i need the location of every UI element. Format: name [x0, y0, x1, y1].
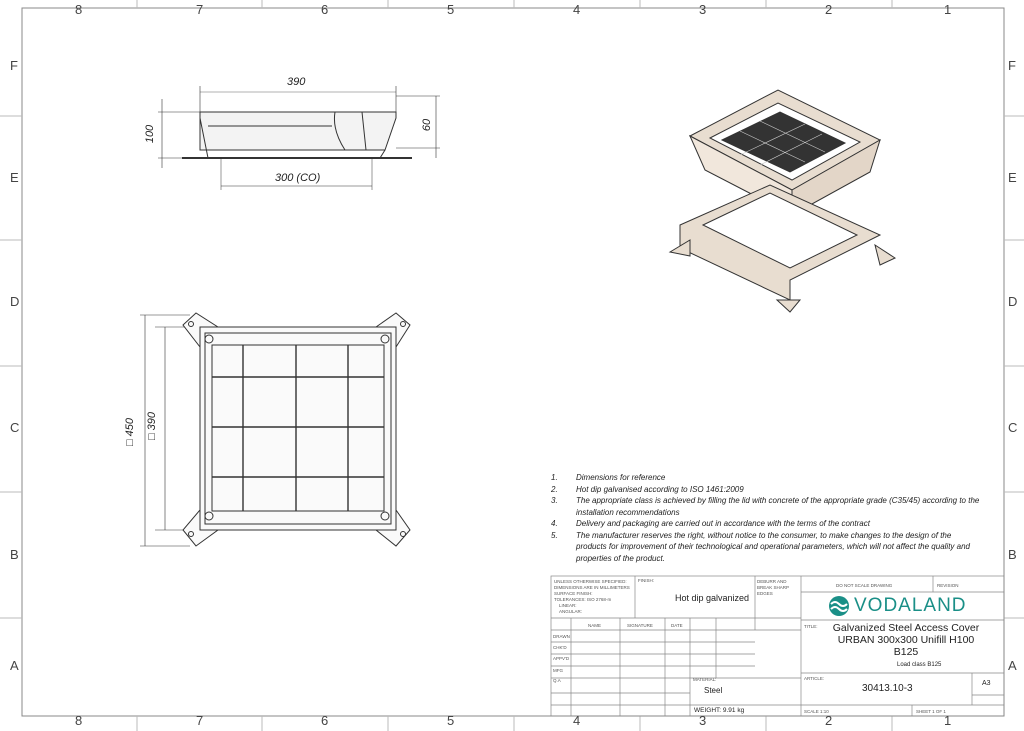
- logo-text: VODALAND: [854, 595, 967, 616]
- finish-value: Hot dip galvanized: [675, 593, 750, 603]
- vodaland-logo: VODALAND: [828, 595, 967, 617]
- col-name: NAME: [588, 623, 602, 628]
- note-number: 5.: [551, 530, 558, 540]
- dim-height-60: 60: [421, 118, 434, 132]
- zone-col-8: 8: [75, 2, 83, 17]
- revision-label: REVISION: [937, 583, 959, 588]
- note-2: 2. Hot dip galvanised according to ISO 14…: [551, 484, 981, 496]
- zone-col-6-bottom: 6: [321, 713, 329, 728]
- zone-col-2: 2: [825, 2, 833, 17]
- notes: 1. Dimensions for reference 2. Hot dip gal…: [551, 472, 981, 564]
- zone-col-5: 5: [447, 2, 455, 17]
- row-drawn: DRAWN: [553, 634, 570, 639]
- row-mfg: MFG: [553, 668, 563, 673]
- spec-line: TOLERANCES: ISO 2768-m: [554, 597, 612, 602]
- zone-col-4: 4: [573, 2, 581, 17]
- plan-view: [140, 312, 411, 547]
- material-label: MATERIAL:: [693, 677, 717, 682]
- dim-width: 390: [287, 76, 306, 88]
- zone-col-6: 6: [321, 2, 329, 17]
- zone-row-e-right: E: [1008, 170, 1017, 185]
- sheet-size: A3: [982, 680, 991, 687]
- note-text: Delivery and packaging are carried out i…: [576, 519, 870, 528]
- spec-line: SURFACE FINISH:: [554, 591, 593, 596]
- note-5: 5. The manufacturer reserves the right, w…: [551, 530, 981, 565]
- zone-col-3-bottom: 3: [699, 713, 707, 728]
- note-text: Hot dip galvanised according to ISO 1461…: [576, 484, 744, 494]
- article-number: 30413.10-3: [862, 683, 913, 694]
- row-appvd: APPV'D: [553, 656, 570, 661]
- zone-row-f-right: F: [1008, 58, 1016, 73]
- zone-col-8-bottom: 8: [75, 713, 83, 728]
- note-number: 2.: [551, 484, 558, 494]
- logo-wave-icon: [829, 596, 849, 616]
- dim-height: 100: [144, 124, 157, 144]
- note-number: 1.: [551, 473, 558, 482]
- material-value: Steel: [704, 686, 723, 695]
- load-class: Load class B125: [897, 662, 942, 668]
- zone-col-7: 7: [196, 2, 204, 17]
- zone-row-b: B: [10, 547, 19, 562]
- spec-text: UNLESS OTHERWISE SPECIFIED:DIMENSIONS AR…: [554, 579, 630, 615]
- finish-label: FINISH:: [638, 578, 655, 583]
- zone-col-1: 1: [944, 2, 952, 17]
- zone-row-d: D: [10, 294, 20, 309]
- zone-col-3: 3: [699, 2, 707, 17]
- row-qa: Q.A: [553, 678, 561, 683]
- zone-row-b-right: B: [1008, 547, 1017, 562]
- weight: WEIGHT: 9.91 kg: [694, 707, 745, 714]
- note-text: The manufacturer reserves the right, wit…: [576, 530, 970, 563]
- spec-line: LINEAR:: [559, 603, 577, 608]
- dim-outer: □ 450: [124, 417, 137, 447]
- spec-line: ANGULAR:: [559, 609, 583, 614]
- note-1: 1. Dimensions for reference: [551, 472, 981, 484]
- sheet-number: SHEET 1 OF 1: [916, 709, 946, 714]
- zone-col-1-bottom: 1: [944, 713, 952, 728]
- title-label: TITLE:: [804, 624, 818, 629]
- zone-row-e: E: [10, 170, 19, 185]
- zone-col-5-bottom: 5: [447, 713, 455, 728]
- zone-row-a-right: A: [1008, 658, 1017, 673]
- note-number: 3.: [551, 496, 558, 505]
- note-number: 4.: [551, 519, 558, 528]
- zone-row-d-right: D: [1008, 294, 1018, 309]
- zone-col-4-bottom: 4: [573, 713, 581, 728]
- drawing-title: Galvanized Steel Access Cover URBAN 300x…: [832, 622, 980, 658]
- zone-row-a: A: [10, 658, 19, 673]
- spec-line: DIMENSIONS ARE IN MILLIMETERS: [554, 585, 630, 590]
- spec-line: UNLESS OTHERWISE SPECIFIED:: [554, 579, 627, 584]
- dim-bottom: 300 (CO): [275, 172, 321, 184]
- scale: SCALE 1:10: [804, 709, 829, 714]
- zone-col-7-bottom: 7: [196, 713, 204, 728]
- note-4: 4. Delivery and packaging are carried out…: [551, 518, 981, 530]
- article-label: ARTICLE:: [804, 676, 825, 681]
- no-scale-note: DO NOT SCALE DRAWING: [836, 583, 893, 588]
- side-view: [158, 86, 440, 190]
- col-signature: SIGNATURE: [627, 623, 653, 628]
- note-3: 3. The appropriate class is achieved by f…: [551, 495, 981, 518]
- isometric-view: [668, 89, 897, 313]
- zone-row-f: F: [10, 58, 18, 73]
- zone-row-c: C: [10, 420, 20, 435]
- note-text: Dimensions for reference: [576, 473, 666, 482]
- deburr-note: DEBURR AND BREAK SHARP EDGES: [757, 579, 789, 596]
- dim-inner: □ 390: [146, 411, 159, 441]
- note-text: The appropriate class is achieved by fil…: [576, 496, 980, 517]
- zone-row-c-right: C: [1008, 420, 1018, 435]
- zone-col-2-bottom: 2: [825, 713, 833, 728]
- col-date: DATE: [671, 623, 683, 628]
- row-chkd: CHK'D: [553, 645, 567, 650]
